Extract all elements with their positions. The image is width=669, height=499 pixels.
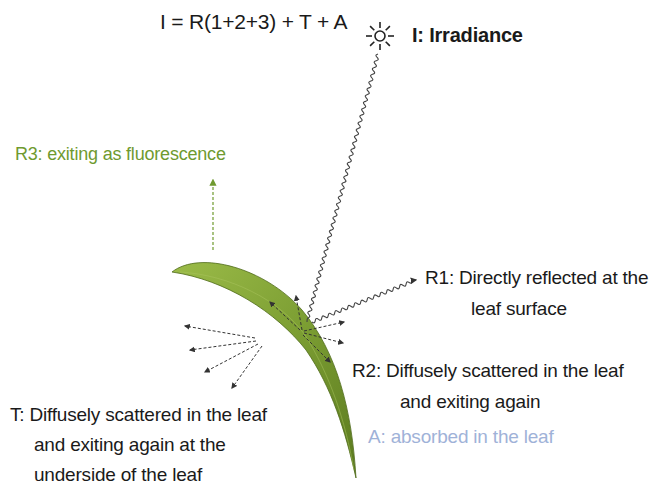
equation: I = R(1+2+3) + T + A: [160, 8, 347, 35]
fluorescence-label: R3: exiting as fluorescence: [15, 143, 226, 166]
light-rays: [307, 54, 416, 323]
reflection-label: R1: Directly reflected at the leaf surfa…: [425, 262, 661, 324]
transmission-arrows: [185, 326, 262, 388]
incident-ray: [307, 54, 378, 322]
absorption-label: A: absorbed in the leaf: [368, 424, 554, 449]
sun-symbol: [366, 22, 394, 50]
irradiance-label: I: Irradiance: [412, 22, 523, 48]
fluorescence-arrow: [212, 180, 213, 250]
scatter-arrows: [270, 296, 344, 362]
scatter-label: R2: Diffusely scattered in the leaf and …: [352, 355, 624, 417]
transmission-label: T: Diffusely scattered in the leaf and e…: [10, 400, 272, 490]
reflected-ray: [312, 280, 416, 323]
